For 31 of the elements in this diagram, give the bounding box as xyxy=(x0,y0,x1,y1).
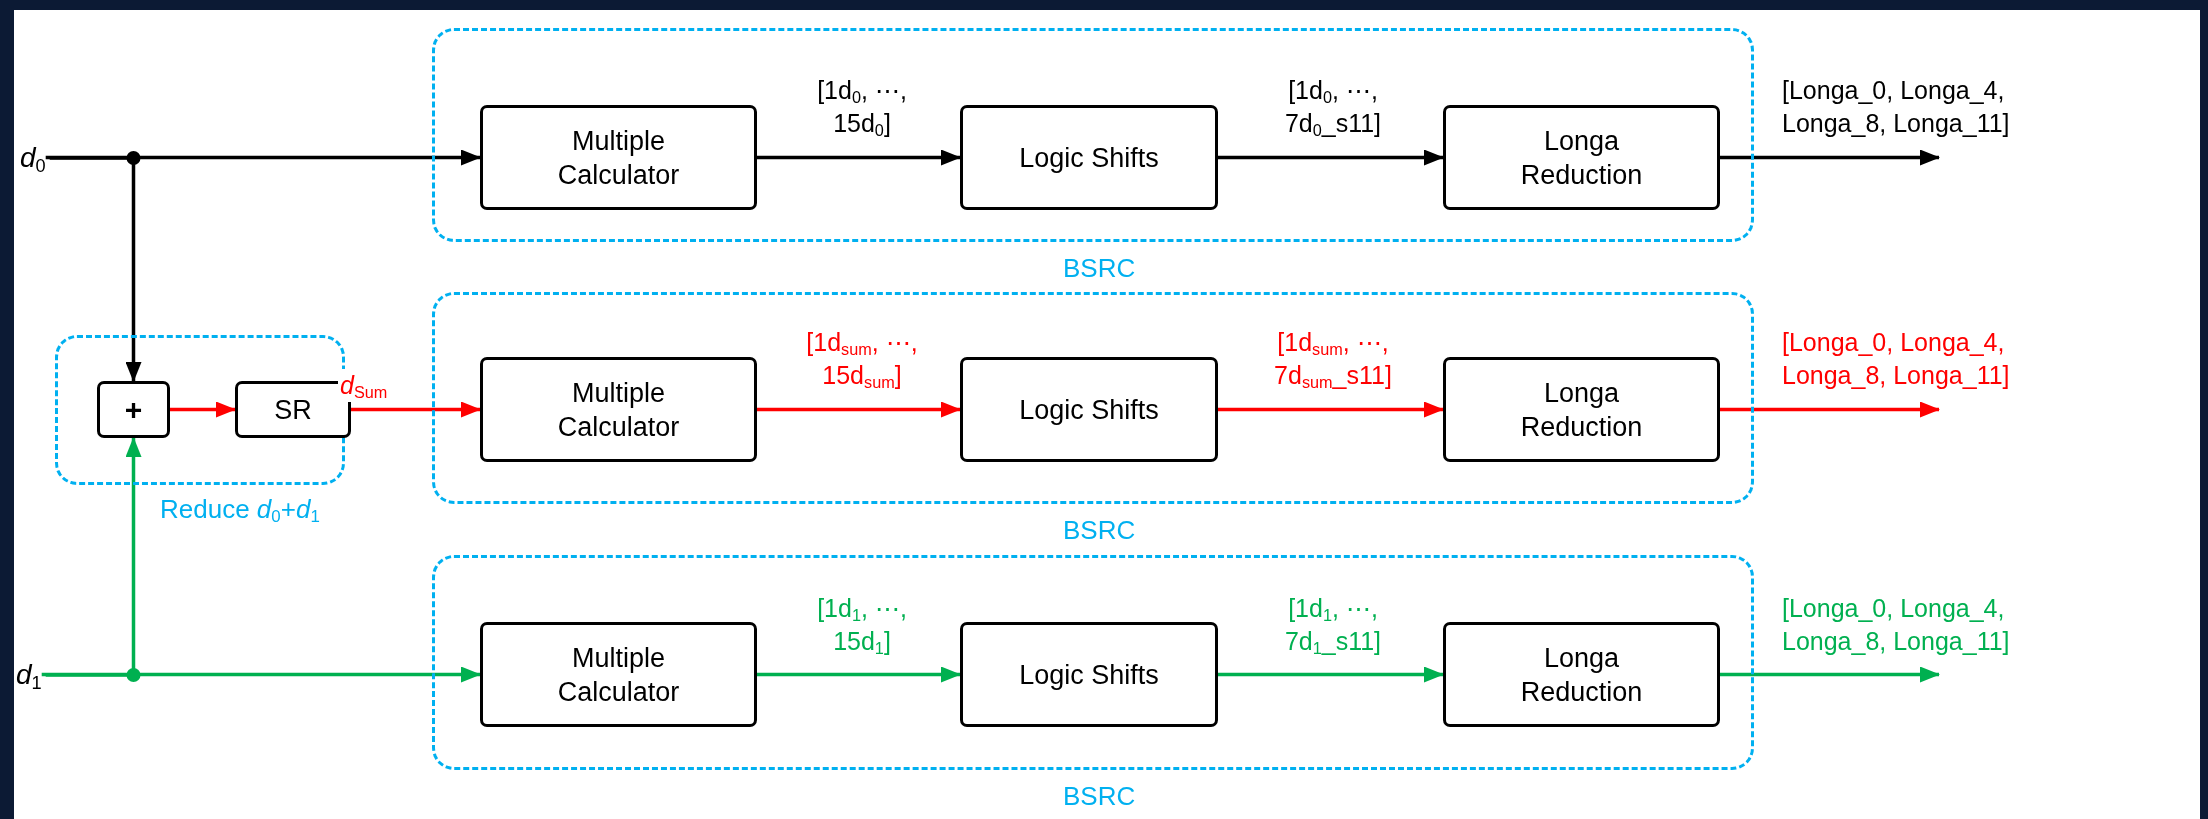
process-box: Multiple Calculator xyxy=(480,622,757,727)
signal-label: d$_{1}$ xyxy=(16,658,42,692)
group-title: BSRC xyxy=(1063,253,1136,284)
process-box: Multiple Calculator xyxy=(480,357,757,462)
arrow xyxy=(1218,666,1444,683)
group-title: BSRC xyxy=(1063,781,1136,812)
process-box: Logic Shifts xyxy=(960,622,1218,727)
process-box: Logic Shifts xyxy=(960,357,1218,462)
arrow xyxy=(1720,401,1940,418)
process-box: Longa Reduction xyxy=(1443,105,1720,210)
arrow xyxy=(757,401,961,418)
arrow xyxy=(1218,149,1444,166)
process-box: Logic Shifts xyxy=(960,105,1218,210)
arrow xyxy=(170,401,236,418)
process-box: Longa Reduction xyxy=(1443,622,1720,727)
arrow xyxy=(45,437,142,677)
arrow xyxy=(1218,401,1444,418)
signal-label: d$_{0}$ xyxy=(20,141,46,175)
arrow xyxy=(1720,149,1940,166)
arrow xyxy=(351,401,481,418)
arrow xyxy=(49,156,142,382)
group-title: BSRC xyxy=(1063,515,1136,546)
arrow xyxy=(45,149,481,166)
arrow xyxy=(757,149,961,166)
adder-box: + xyxy=(97,381,170,438)
group-title: Reduce d$_{0}$+d$_{1}$ xyxy=(160,494,320,525)
arrow xyxy=(41,666,481,683)
arrow xyxy=(1720,666,1940,683)
arrow xyxy=(757,666,961,683)
process-box: Multiple Calculator xyxy=(480,105,757,210)
process-box: Longa Reduction xyxy=(1443,357,1720,462)
